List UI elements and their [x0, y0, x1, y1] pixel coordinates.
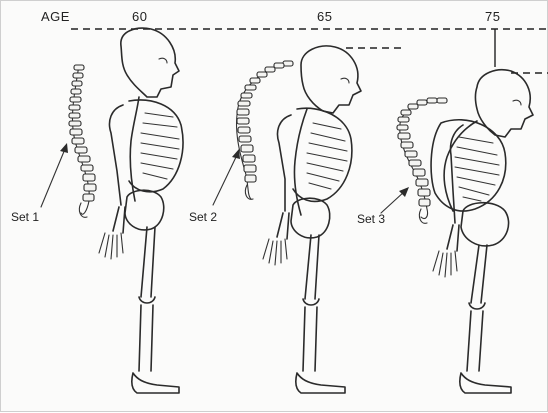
tibia — [467, 311, 483, 371]
spine-column-set-1 — [69, 65, 96, 217]
set-3-label: Set 3 — [357, 212, 385, 226]
upper-arm — [110, 105, 124, 205]
set-2-label: Set 2 — [189, 210, 217, 224]
skull — [476, 70, 534, 137]
hand-bones — [263, 239, 287, 265]
set-2-arrow — [213, 155, 237, 205]
skull — [121, 28, 179, 97]
femur — [471, 245, 487, 303]
hand-bones — [99, 233, 123, 259]
upper-arm — [278, 115, 292, 211]
femur — [305, 235, 319, 299]
set-1-arrowhead — [60, 143, 68, 153]
sacrum — [419, 209, 427, 223]
age-value-65: 65 — [317, 9, 332, 24]
eye-socket — [341, 78, 349, 83]
eye-socket — [513, 100, 521, 105]
hand-bones — [433, 251, 457, 277]
knee — [469, 303, 485, 309]
set-1-label: Set 1 — [11, 210, 39, 224]
pelvis — [461, 203, 509, 246]
pelvis — [291, 198, 330, 238]
spine — [444, 121, 477, 211]
spine-column-set-3 — [397, 98, 447, 223]
foot — [132, 373, 179, 393]
skull — [301, 46, 361, 113]
skeleton-age-60 — [99, 28, 183, 393]
age-label: AGE — [41, 9, 70, 24]
skeleton-age-75 — [431, 70, 533, 393]
rib-cage — [431, 120, 506, 211]
femur — [141, 227, 155, 297]
ribs — [141, 113, 179, 179]
ribs — [307, 123, 347, 189]
pelvis — [125, 190, 164, 230]
sacrum — [245, 185, 253, 199]
vertebrae — [69, 65, 96, 201]
vertebrae — [237, 61, 293, 182]
set-3-arrow — [381, 191, 405, 213]
foot — [460, 373, 511, 393]
forearm — [113, 207, 125, 233]
age-value-60: 60 — [132, 9, 147, 24]
set-1-arrow — [41, 149, 65, 207]
tibia — [139, 305, 153, 371]
forearm — [277, 213, 289, 239]
tibia — [303, 307, 317, 371]
set-2-arrowhead — [232, 149, 240, 159]
knee — [139, 297, 155, 303]
knee — [303, 299, 319, 305]
age-value-75: 75 — [485, 9, 500, 24]
forearm — [447, 225, 459, 251]
skeleton-age-65 — [263, 46, 361, 393]
foot — [296, 373, 345, 393]
eye-socket — [159, 58, 167, 63]
ribs — [455, 137, 499, 201]
